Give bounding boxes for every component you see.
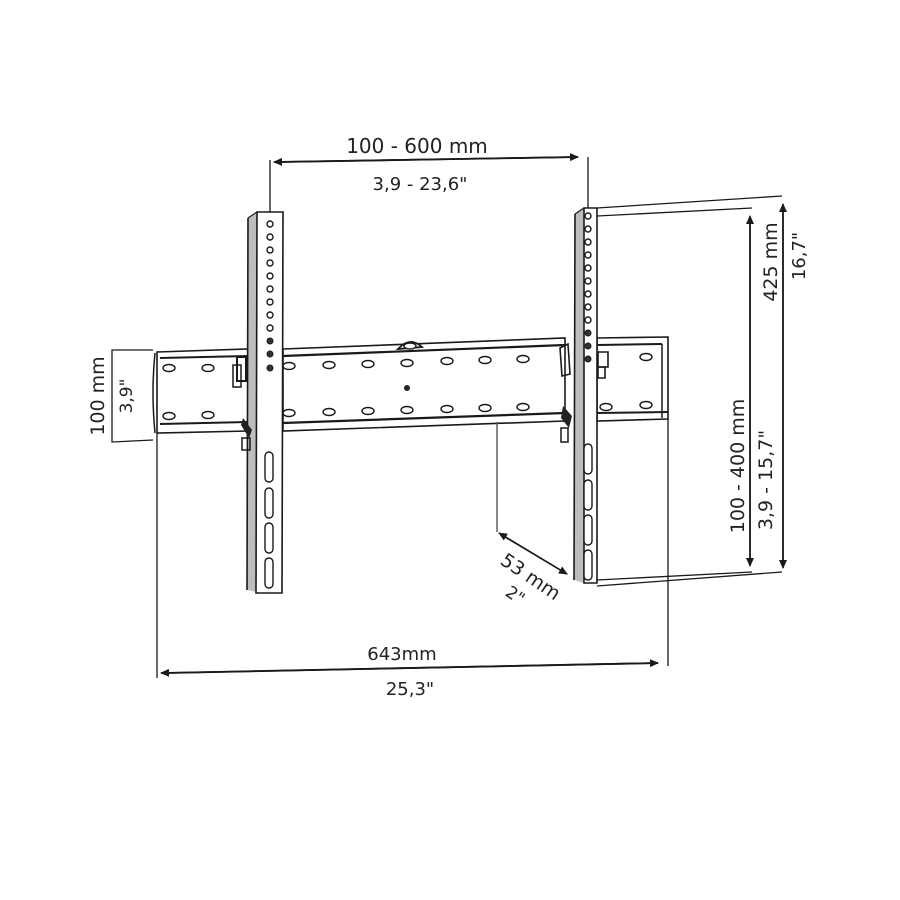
dim-wall-distance: 53 mm 2": [496, 422, 568, 609]
right-arm-slots: [583, 443, 593, 581]
vesa-horizontal-mm: 100 - 600 mm: [346, 134, 488, 158]
left-arm-holes: [266, 220, 274, 372]
wall-plate-height-mm: 100 mm: [87, 356, 109, 435]
right-arm: [559, 207, 609, 584]
dim-vesa-horizontal: 100 - 600 mm 3,9 - 23,6": [269, 134, 589, 212]
wall-plate-width-inch: 25,3": [386, 679, 434, 700]
wall-plate-holes-bottom: [162, 400, 653, 421]
latch-icon: [395, 341, 425, 351]
left-arm: [232, 211, 284, 594]
vesa-horizontal-inch: 3,9 - 23,6": [373, 174, 468, 195]
vesa-vertical-inch: 3,9 - 15,7": [755, 430, 777, 530]
left-arm-slots: [264, 451, 274, 589]
dim-arm-height: 425 mm 16,7": [596, 195, 810, 587]
vesa-vertical-mm: 100 - 400 mm: [727, 399, 749, 534]
wall-plate-holes-top: [162, 352, 653, 373]
wall-distance-inch: 2": [501, 582, 528, 609]
dim-wall-plate-width: 643mm 25,3": [156, 419, 669, 700]
center-marker-icon: [404, 385, 410, 391]
wall-plate-width-mm: 643mm: [367, 644, 436, 665]
dim-vesa-vertical: 100 - 400 mm 3,9 - 15,7": [596, 207, 777, 581]
arm-height-inch: 16,7": [789, 232, 810, 280]
dim-wall-plate-height: 100 mm 3,9": [87, 349, 154, 443]
right-arm-holes: [584, 212, 592, 363]
arm-height-mm: 425 mm: [760, 222, 782, 301]
wall-plate-height-inch: 3,9": [117, 379, 137, 414]
